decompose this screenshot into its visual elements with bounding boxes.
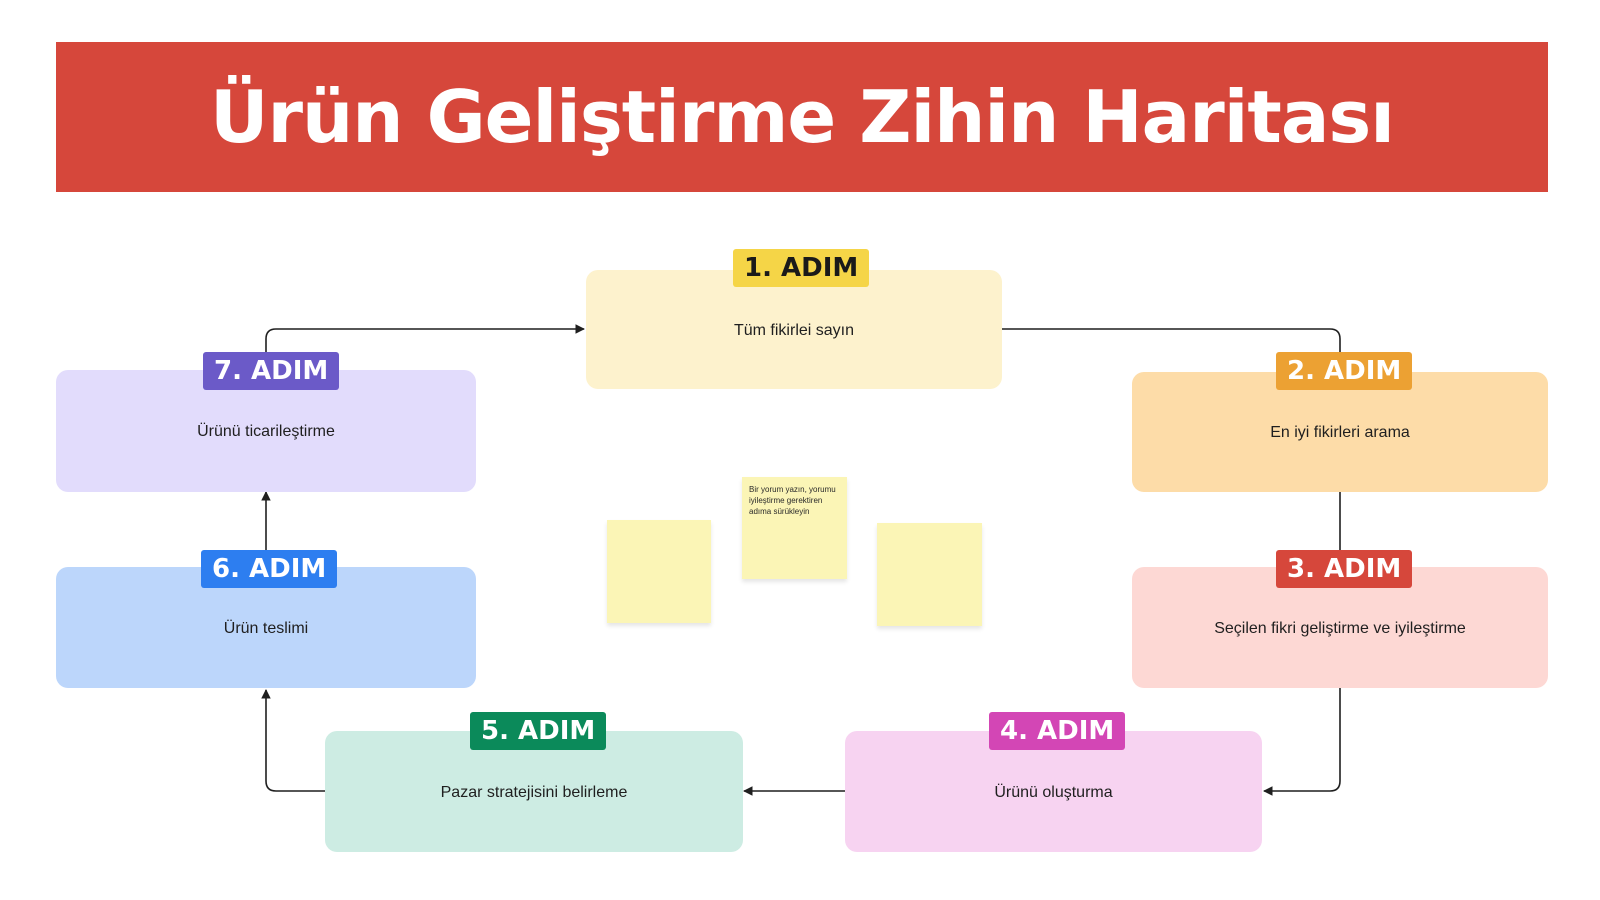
step-6-text: Ürün teslimi: [223, 619, 309, 637]
step-1-box[interactable]: Tüm fikirlei sayın: [586, 270, 1002, 389]
sticky-note-center[interactable]: Bir yorum yazın, yorumu iyileştirme gere…: [742, 477, 847, 579]
step-4-text: Ürünü oluşturma: [994, 783, 1113, 801]
page-title: Ürün Geliştirme Zihin Haritası: [210, 75, 1395, 159]
connector-3-to-4: [1263, 688, 1341, 796]
step-2-text: En iyi fikirleri arama: [1270, 424, 1410, 441]
step-2-box[interactable]: En iyi fikirleri arama: [1132, 372, 1548, 492]
step-1-badge: 1. ADIM: [733, 249, 870, 287]
sticky-note-right[interactable]: [877, 523, 982, 626]
step-3-text: Seçilen fikri geliştirme ve iyileştirme: [1214, 619, 1466, 637]
step-3-badge: 3. ADIM: [1276, 550, 1413, 588]
step-4-box[interactable]: Ürünü oluşturma: [845, 731, 1262, 852]
sticky-note-text: Bir yorum yazın, yorumu iyileştirme gere…: [749, 485, 836, 516]
step-7-text: Ürünü ticarileştirme: [197, 423, 335, 440]
sticky-note-left[interactable]: [607, 520, 711, 623]
step-2-badge: 2. ADIM: [1276, 352, 1413, 390]
connector-1-to-2: [1002, 328, 1341, 353]
connector-5-to-6: [261, 689, 325, 792]
step-7-badge: 7. ADIM: [203, 352, 340, 390]
step-6-badge: 6. ADIM: [201, 550, 338, 588]
step-4-badge: 4. ADIM: [989, 712, 1126, 750]
step-5-badge: 5. ADIM: [470, 712, 607, 750]
step-7-box[interactable]: Ürünü ticarileştirme: [56, 370, 476, 492]
step-6-box[interactable]: Ürün teslimi: [56, 567, 476, 688]
step-5-box[interactable]: Pazar stratejisini belirleme: [325, 731, 743, 852]
step-5-text: Pazar stratejisini belirleme: [440, 783, 628, 801]
connector-7-to-1: [265, 324, 585, 353]
title-banner: Ürün Geliştirme Zihin Haritası: [56, 42, 1548, 192]
step-1-text: Tüm fikirlei sayın: [733, 321, 855, 339]
